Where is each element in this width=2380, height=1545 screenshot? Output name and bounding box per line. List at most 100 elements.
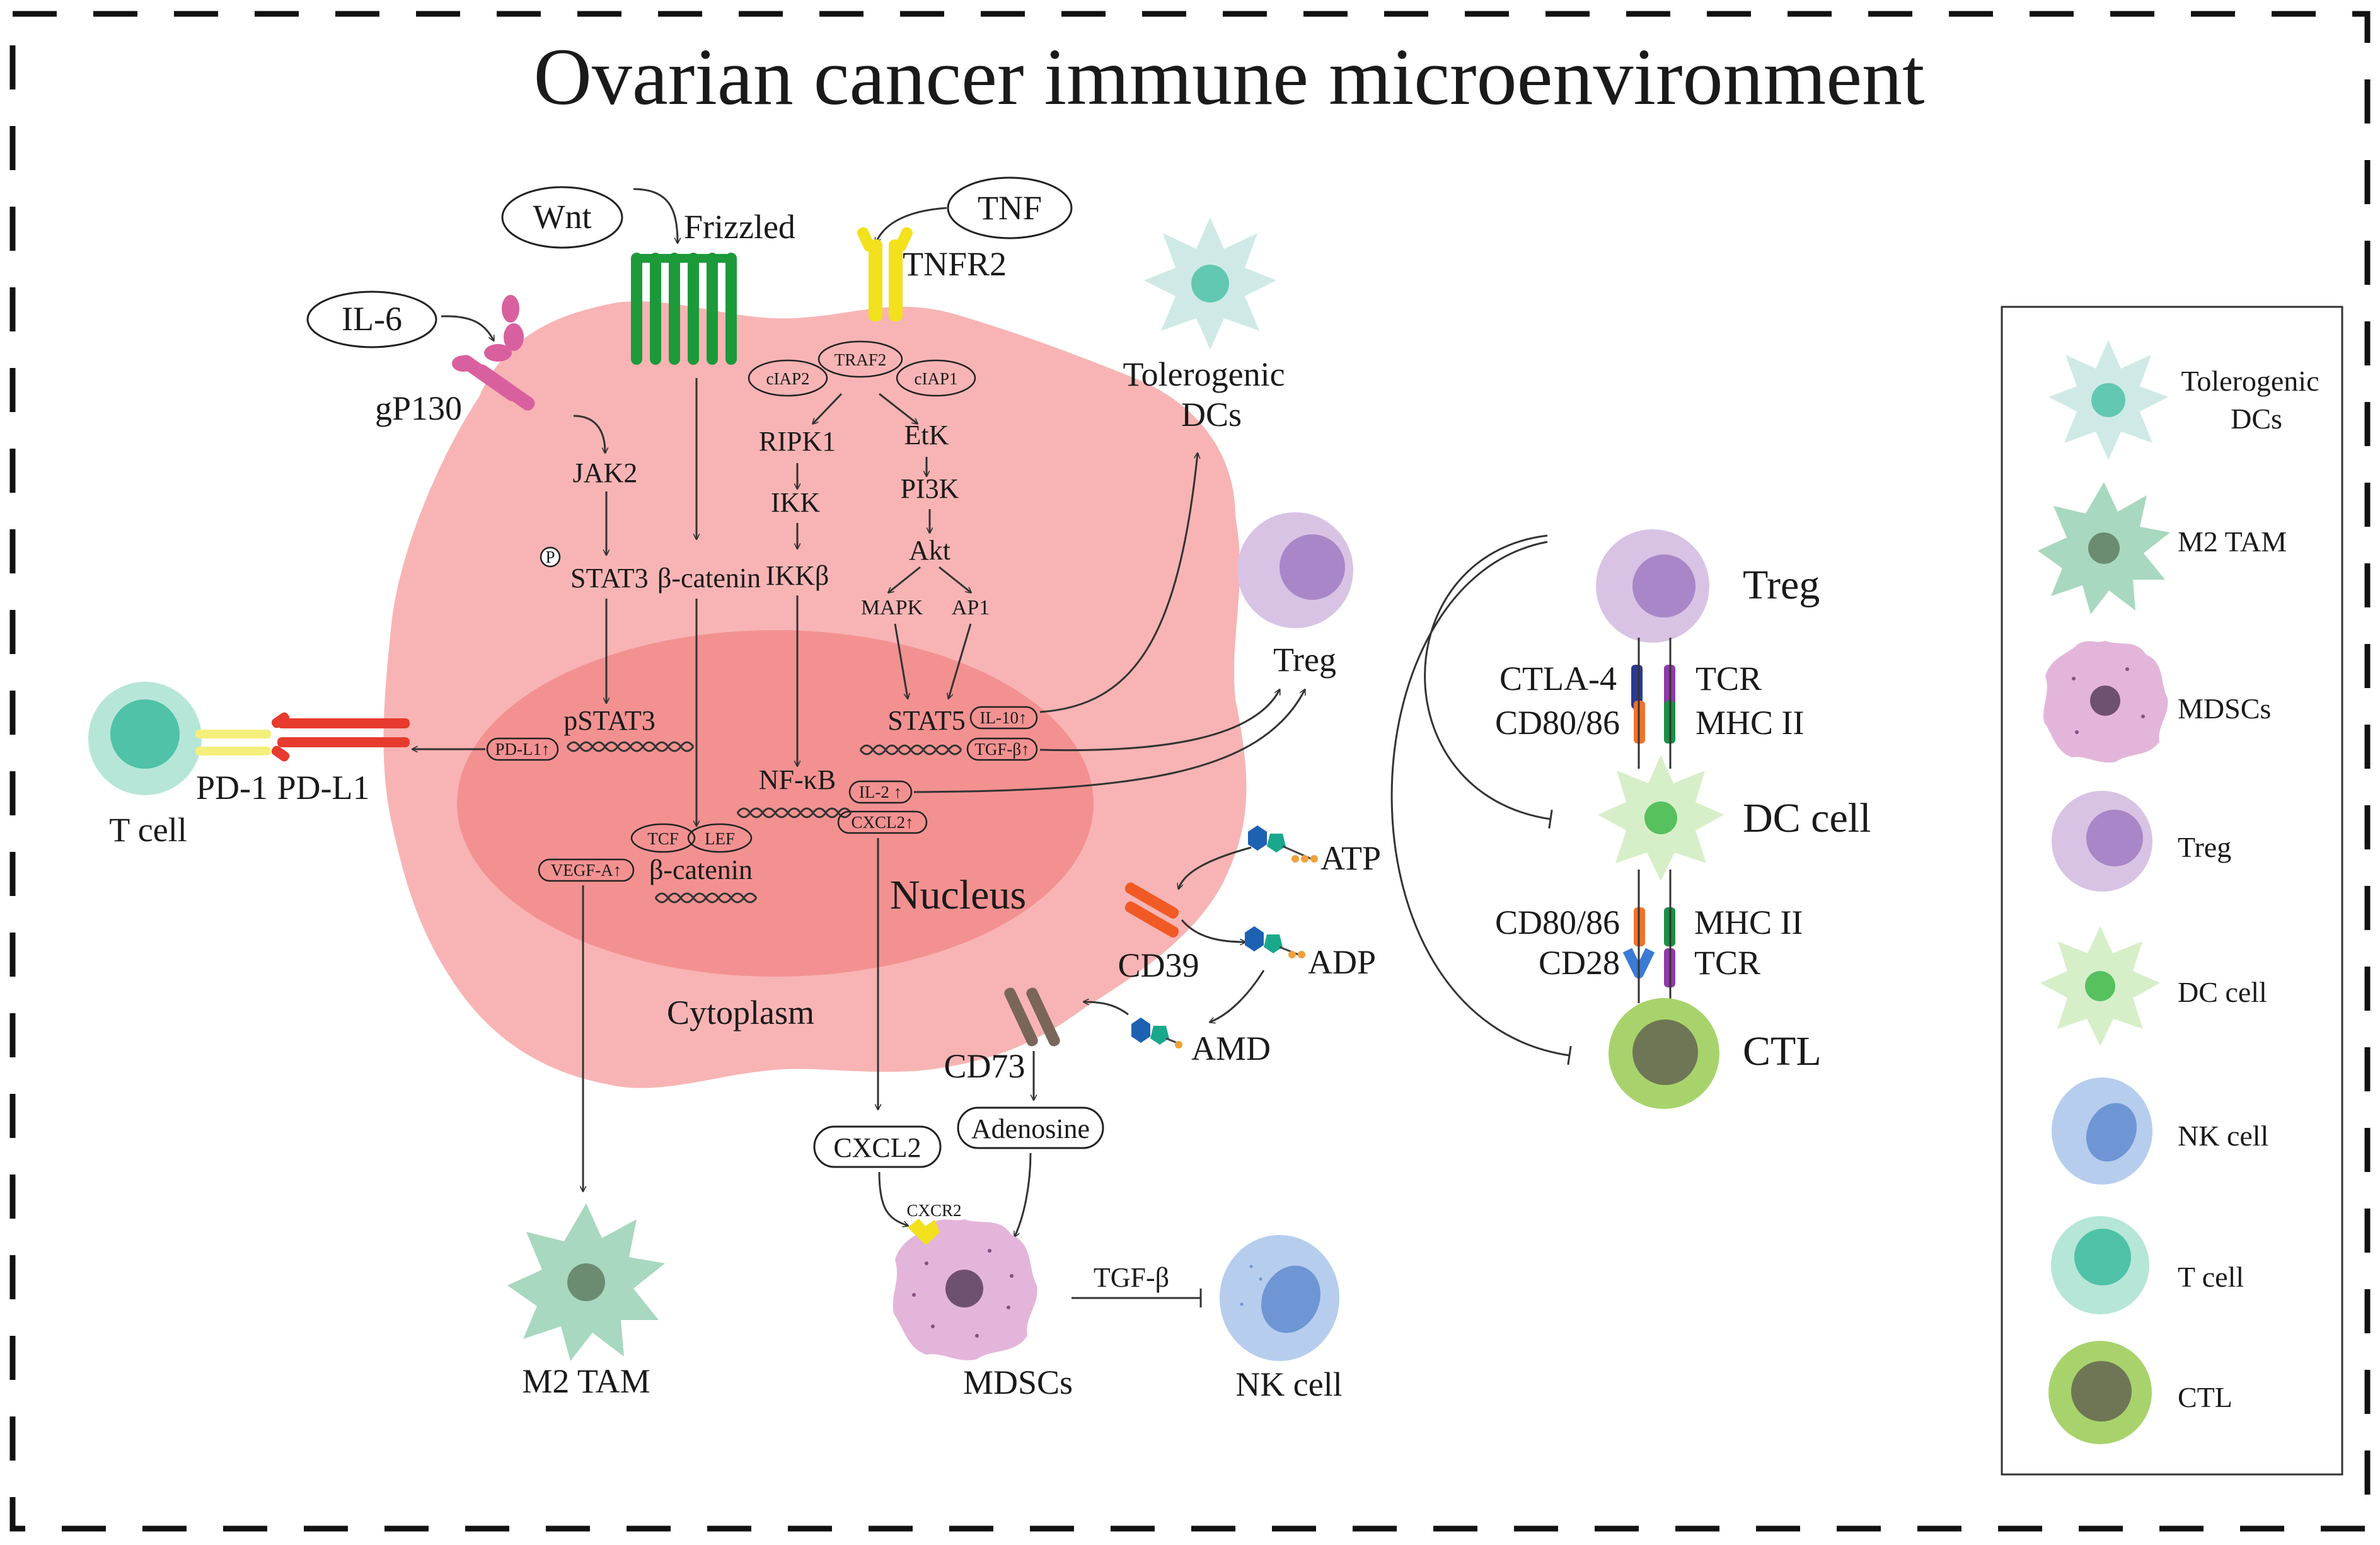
- tnf-oval: [947, 176, 1073, 239]
- il2-up-label: IL-2 ↑: [859, 783, 902, 801]
- ikk-label: IKK: [771, 487, 820, 518]
- tolerogenic-dc-cell: [1144, 217, 1276, 350]
- tolerogenic-dc-icon: [2048, 340, 2168, 460]
- ciap2-label: cIAP2: [766, 369, 810, 388]
- amd-label: AMD: [1191, 1030, 1271, 1067]
- pdl1-receptor: [271, 712, 410, 762]
- il10-up-label: IL-10↑: [980, 708, 1027, 727]
- adenosine-label: Adenosine: [971, 1113, 1090, 1144]
- cd28-label: CD28: [1539, 944, 1620, 982]
- tolerogenic-dcs-label-2: DCs: [1181, 396, 1242, 434]
- stat5-label: STAT5: [887, 705, 966, 736]
- legend-ctl-label: CTL: [2178, 1381, 2233, 1413]
- mdsc-cell: [893, 1219, 1037, 1360]
- tgfb-up-chip: [966, 737, 1038, 761]
- cd73-receptor: [1004, 987, 1060, 1047]
- il10-up-chip: [969, 706, 1038, 730]
- stat3-label: STAT3: [570, 563, 649, 594]
- amd-molecule: [1131, 1018, 1182, 1048]
- tgfb-up-label: TGF-β↑: [974, 740, 1029, 759]
- m2-tam-cell: [507, 1203, 665, 1361]
- adp-molecule: [1245, 926, 1305, 958]
- tgfb-label: TGF-β: [1094, 1262, 1169, 1293]
- m2-tam-icon: [2038, 482, 2170, 614]
- traf2-label: TRAF2: [835, 350, 887, 369]
- phospho-circle: [540, 546, 561, 568]
- nk-cell: [1220, 1235, 1339, 1361]
- vegfa-up-label: VEGF-A↑: [551, 861, 622, 880]
- t-cell-label: T cell: [109, 811, 187, 849]
- legend-tolerogenic-label-2: DCs: [2231, 403, 2282, 435]
- legend-dc-cell-label: DC cell: [2178, 976, 2267, 1008]
- gp130-label: gP130: [375, 389, 462, 427]
- pi3k-label: PI3K: [901, 473, 959, 504]
- mhcii-label-2: MHC II: [1694, 904, 1803, 941]
- vegfa-up-chip: [538, 858, 635, 882]
- tcf-label: TCF: [647, 829, 679, 848]
- tnfr2-label: TNFR2: [903, 245, 1007, 283]
- mdscs-label: MDSCs: [963, 1364, 1073, 1401]
- synapse-dc-cell: [1598, 755, 1724, 881]
- wnt-oval: [501, 186, 623, 249]
- legend-box: [2001, 306, 2343, 1476]
- legend-tolerogenic-label-1: Tolerogenic: [2181, 365, 2319, 397]
- il6-label: IL-6: [342, 300, 402, 338]
- pd1-label: PD-1: [196, 769, 268, 807]
- synapse-ctl-label: CTL: [1743, 1028, 1822, 1074]
- ap1-label: AP1: [952, 596, 990, 619]
- cd8086-label-2: CD80/86: [1495, 904, 1620, 941]
- t-cell-icon: [2051, 1216, 2149, 1314]
- tcf-oval: [630, 823, 696, 853]
- lef-oval: [687, 823, 753, 853]
- treg-label: Treg: [1273, 641, 1336, 679]
- mhcii-label-1: MHC II: [1695, 704, 1805, 742]
- adenosine-oval: [957, 1106, 1104, 1149]
- akt-label: Akt: [909, 535, 950, 566]
- tolerogenic-dcs-label-1: Tolerogenic: [1123, 355, 1285, 393]
- ciap1-oval: [896, 359, 976, 397]
- t-cell: [88, 682, 202, 795]
- nk-cell-label: NK cell: [1235, 1365, 1342, 1403]
- nk-cell-icon: [2052, 1077, 2152, 1185]
- synapse-treg-label: Treg: [1743, 562, 1820, 608]
- atp-molecule: [1248, 825, 1318, 863]
- cxcr2-label: CXCR2: [906, 1201, 961, 1220]
- traf2-oval: [817, 340, 903, 378]
- frizzled-receptor: [631, 253, 737, 365]
- legend-treg-label: Treg: [2178, 831, 2231, 863]
- nucleus: [457, 630, 1094, 977]
- treg-cell: [1237, 512, 1353, 628]
- pd1-receptor: [195, 730, 271, 755]
- ikkb-label: IKKβ: [766, 560, 829, 591]
- tnfr2-receptor: [857, 227, 913, 321]
- wnt-label: Wnt: [533, 198, 592, 236]
- cxcl2-up-label: CXCL2↑: [851, 813, 913, 832]
- pdl1-label: PD-L1: [277, 769, 370, 807]
- synapse-treg-cell: [1596, 529, 1709, 643]
- synapse-dc-cell-label: DC cell: [1743, 795, 1871, 841]
- dc-cell-icon: [2040, 926, 2160, 1046]
- legend-t-cell-label: T cell: [2178, 1261, 2244, 1293]
- m2-tam-label: M2 TAM: [522, 1362, 650, 1400]
- nfkb-label: NF-κB: [759, 764, 836, 795]
- pstat3-label: pSTAT3: [563, 705, 656, 736]
- cytoplasm-label: Cytoplasm: [667, 994, 814, 1031]
- legend-m2-tam-label: M2 TAM: [2178, 526, 2287, 558]
- nucleus-label: Nucleus: [890, 872, 1026, 918]
- lef-label: LEF: [705, 829, 735, 848]
- ripk1-label: RIPK1: [759, 426, 836, 457]
- synapse-ctl-cell: [1609, 998, 1719, 1109]
- tcr-label-2: TCR: [1694, 944, 1760, 982]
- il2-up-chip: [848, 780, 913, 804]
- cxcl2-oval: [813, 1125, 942, 1168]
- ciap1-label: cIAP1: [915, 369, 958, 388]
- tcr-label-1: TCR: [1695, 660, 1762, 698]
- il6-oval: [306, 290, 437, 348]
- ctla4-label: CTLA-4: [1499, 660, 1617, 698]
- cd73-label: CD73: [944, 1047, 1025, 1085]
- frizzled-label: Frizzled: [684, 208, 795, 246]
- cd8086-label-1: CD80/86: [1495, 704, 1620, 742]
- pdl1-up-label: PD-L1↑: [495, 740, 550, 759]
- cd39-label: CD39: [1118, 946, 1199, 984]
